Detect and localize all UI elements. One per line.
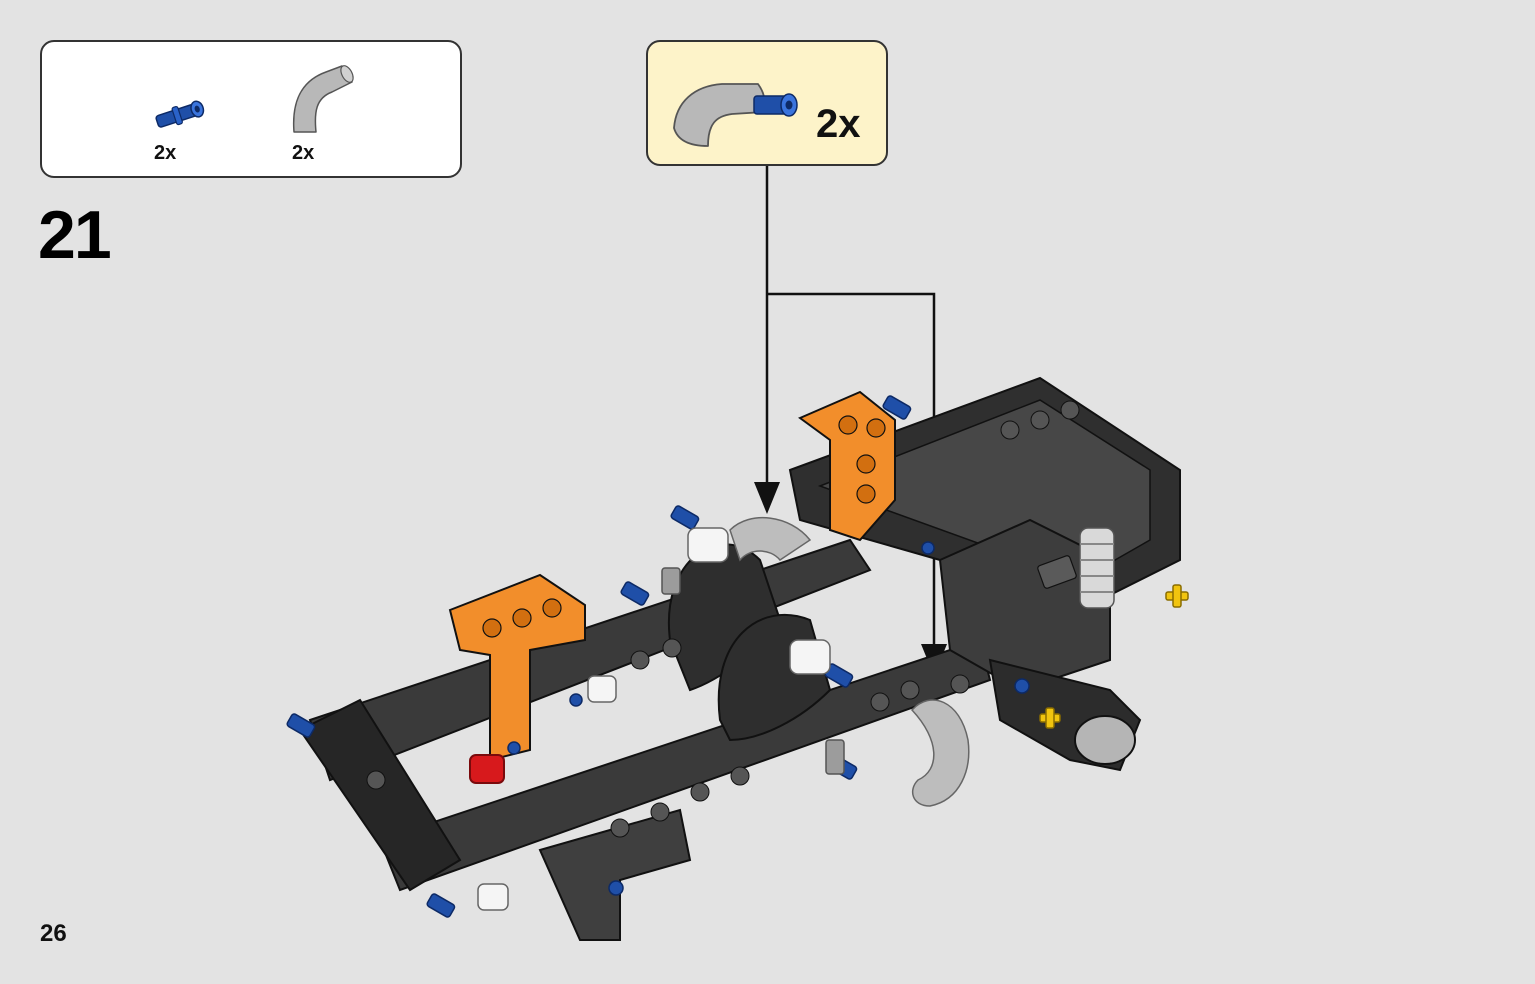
spring-shock bbox=[1079, 527, 1115, 609]
step-number: 21 bbox=[38, 197, 112, 273]
callout-quantity: 2x bbox=[816, 102, 861, 146]
subassembly-connector-pin-icon bbox=[673, 83, 798, 147]
front-cross-beam bbox=[298, 698, 462, 892]
parts-list-box: 2x 2x bbox=[40, 40, 462, 178]
subassembly-callout: 2x bbox=[646, 40, 888, 166]
arrow-head-left bbox=[754, 482, 780, 514]
placed-gray-connector-right bbox=[910, 699, 970, 807]
gray-axles bbox=[661, 567, 845, 775]
page-number: 26 bbox=[40, 920, 67, 947]
red-connector bbox=[469, 754, 505, 784]
placed-gray-connector-left bbox=[729, 517, 812, 562]
yellow-axle-connectors bbox=[1039, 584, 1189, 729]
gray-curved-connector-icon bbox=[292, 65, 354, 133]
rear-beam-end bbox=[1074, 715, 1136, 765]
parts-item-1-quantity: 2x bbox=[154, 142, 177, 164]
front-t-beam bbox=[538, 808, 692, 941]
beam-holes bbox=[366, 400, 1080, 838]
white-bushings bbox=[477, 527, 831, 911]
parts-item-2-quantity: 2x bbox=[292, 142, 315, 164]
engine-label bbox=[1037, 555, 1077, 589]
blue-axle-pin-icon bbox=[155, 100, 205, 128]
orange-l-beam-rear bbox=[798, 390, 896, 542]
orange-l-beam-front bbox=[448, 573, 586, 762]
